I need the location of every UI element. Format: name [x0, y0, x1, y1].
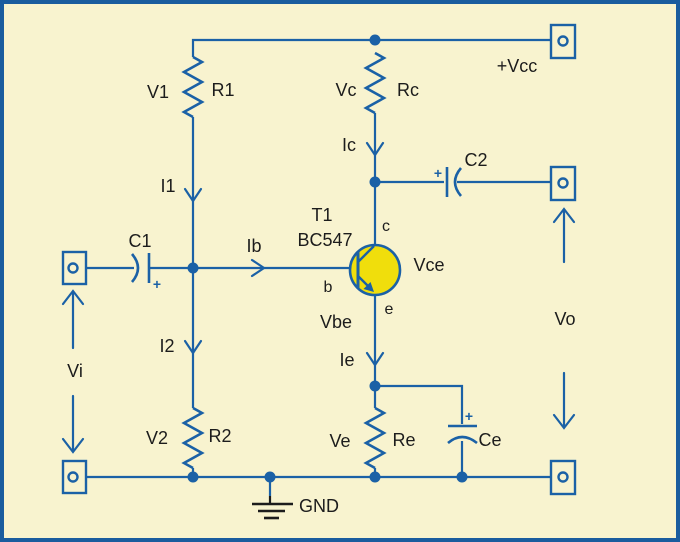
arrow-vo-down-icon — [552, 371, 576, 430]
wire-top-rail — [191, 38, 551, 57]
label-ce: Ce — [478, 430, 501, 450]
junction-vcc-rail — [369, 34, 381, 46]
label-v2: V2 — [146, 428, 168, 448]
junction-dots — [187, 34, 468, 483]
arrow-ic-icon — [365, 141, 385, 157]
label-vi: Vi — [67, 361, 83, 381]
terminal-output — [549, 165, 577, 202]
label-base-b: b — [324, 279, 333, 296]
label-r1: R1 — [211, 80, 234, 100]
junction-ce-ground — [456, 471, 468, 483]
transistor-emitter-lead — [357, 275, 369, 287]
labels: V1 R1 Vc Rc +Vcc I1 Ic C1 C2 Ib T1 BC547… — [67, 56, 575, 516]
arrow-vi-up-icon — [61, 289, 85, 350]
capacitor-ce-curved-plate — [447, 435, 478, 445]
signal-arrows — [61, 207, 576, 454]
terminal-output-return — [549, 459, 577, 496]
label-r2: R2 — [208, 426, 231, 446]
junction-re-ground — [369, 471, 381, 483]
ground-symbol-icon — [252, 477, 293, 520]
label-gnd: GND — [299, 496, 339, 516]
transistor-collector-lead — [357, 245, 375, 263]
resistor-rc — [363, 51, 387, 115]
label-vcc: +Vcc — [497, 56, 538, 76]
label-ic: Ic — [342, 135, 356, 155]
current-arrows — [183, 141, 385, 367]
label-emitter-e: e — [385, 301, 394, 318]
label-t1: T1 — [311, 205, 332, 225]
capacitors — [130, 167, 478, 445]
terminal-vcc — [549, 23, 577, 60]
arrow-i1-icon — [183, 187, 203, 203]
transistor-bc547 — [348, 243, 402, 297]
c2-plus-sign: + — [434, 165, 442, 181]
label-vce: Vce — [413, 255, 444, 275]
resistor-re — [363, 406, 387, 470]
arrow-vi-down-icon — [61, 394, 85, 454]
capacitor-c1-curved-plate — [130, 253, 140, 283]
label-re: Re — [392, 430, 415, 450]
label-ve: Ve — [329, 431, 350, 451]
capacitor-c2-curved-plate — [453, 167, 463, 197]
label-vo: Vo — [554, 309, 575, 329]
wire-ce-top — [375, 384, 464, 424]
label-ie: Ie — [339, 350, 354, 370]
label-ib: Ib — [246, 236, 261, 256]
arrow-ie-icon — [365, 351, 385, 367]
junction-r2-ground — [187, 471, 199, 483]
junction-base-node — [187, 262, 199, 274]
label-i1: I1 — [160, 176, 175, 196]
label-part: BC547 — [297, 230, 352, 250]
label-vc: Vc — [335, 80, 356, 100]
resistor-r1 — [181, 55, 205, 119]
c1-plus-sign: + — [153, 276, 161, 292]
terminal-input — [61, 250, 88, 286]
label-c2: C2 — [464, 150, 487, 170]
polarity-marks: + + + — [153, 165, 473, 424]
transistor-emitter-arrow-icon — [363, 282, 374, 292]
label-v1: V1 — [147, 82, 169, 102]
junction-collector-node — [369, 176, 381, 188]
terminals — [61, 23, 577, 496]
arrow-vo-up-icon — [552, 207, 576, 264]
terminal-input-return — [61, 459, 88, 495]
resistors — [181, 51, 387, 470]
label-rc: Rc — [397, 80, 419, 100]
arrow-i2-icon — [183, 339, 203, 355]
resistor-r2 — [181, 406, 205, 470]
wires — [86, 38, 551, 479]
arrow-ib-icon — [250, 258, 266, 278]
junction-emitter-node — [369, 380, 381, 392]
label-c1: C1 — [128, 231, 151, 251]
label-collector-c: c — [382, 218, 390, 235]
label-i2: I2 — [159, 336, 174, 356]
ce-plus-sign: + — [465, 408, 473, 424]
label-vbe: Vbe — [320, 312, 352, 332]
